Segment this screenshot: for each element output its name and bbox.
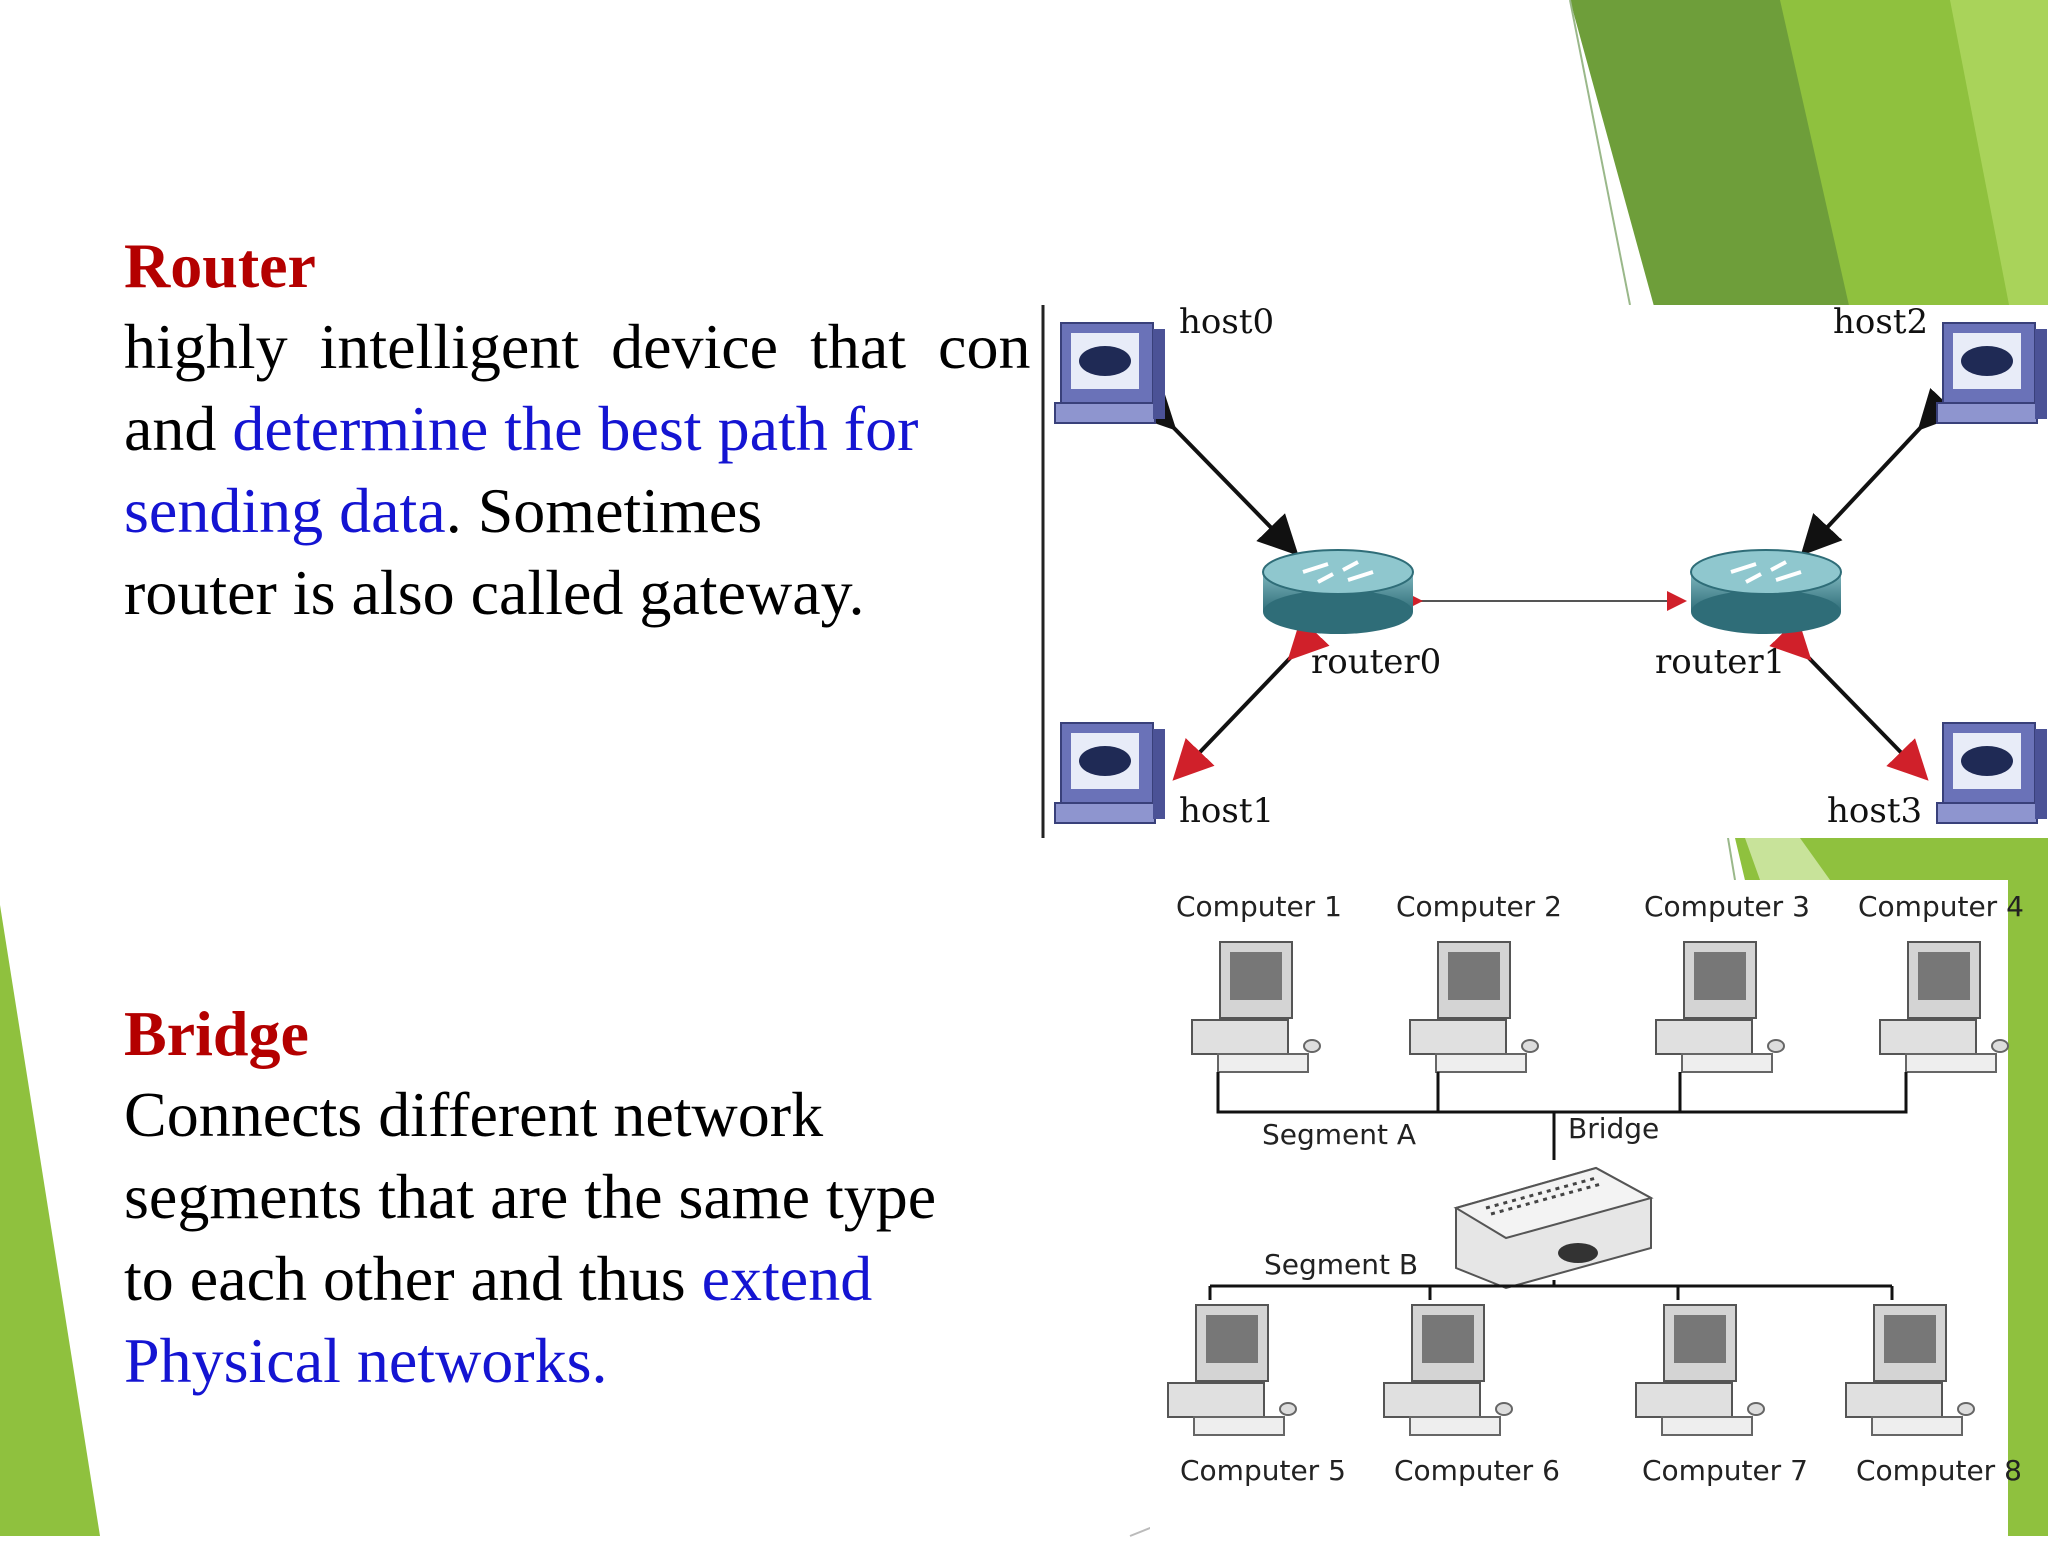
router0-label: router0 [1311, 642, 1441, 682]
host1-computer-icon [1054, 722, 1166, 824]
computer-6-label: Computer 6 [1394, 1454, 1560, 1487]
bridge-line: Connects different network [124, 1074, 936, 1156]
computer-8-label: Computer 8 [1856, 1454, 2022, 1487]
bridge-line: to each other and thus extend [124, 1238, 936, 1320]
bridge-line: segments that are the same type [124, 1156, 936, 1238]
computer-4-label: Computer 4 [1858, 890, 2024, 923]
bridge-text: to each other and thus [124, 1243, 702, 1314]
router-highlight-text: determine the best path for [232, 393, 919, 464]
bridge-heading: Bridge [124, 998, 309, 1069]
router-text: and [124, 393, 233, 464]
computer-3-label: Computer 3 [1644, 890, 1810, 923]
router-heading: Router [124, 230, 316, 301]
bridge-text: segments that are the same type [124, 1161, 937, 1232]
computer-5-icon [1167, 1304, 1297, 1436]
bridge-network-diagram: Computer 1 Computer 2 Computer 3 Compute… [1150, 880, 2024, 1536]
bridge-highlight-text: Physical networks. [124, 1325, 608, 1396]
host0-label: host0 [1179, 302, 1274, 342]
bridge-line: Physical networks. [124, 1320, 936, 1402]
router-line: highly intelligent device that con [124, 306, 1030, 388]
computer-3-icon [1655, 941, 1785, 1073]
router-text: . Sometimes [445, 475, 763, 546]
computer-1-label: Computer 1 [1176, 890, 1342, 923]
router-network-diagram: host0 host1 host2 host3 router0 router1 [1041, 302, 2048, 838]
bridge-device-icon [1453, 1166, 1654, 1290]
host2-label: host2 [1833, 302, 1928, 342]
computer-7-label: Computer 7 [1642, 1454, 1808, 1487]
router-highlight-text: sending data [124, 475, 446, 546]
router-line: sending data. Sometimes [124, 470, 1030, 552]
computer-8-icon [1845, 1304, 1975, 1436]
host2-computer-icon [1936, 322, 2048, 424]
host3-label: host3 [1827, 791, 1922, 831]
computer-2-icon [1409, 941, 1539, 1073]
computer-7-icon [1635, 1304, 1765, 1436]
router1-label: router1 [1655, 642, 1785, 682]
bridge-text: Connects different network [124, 1079, 824, 1150]
computer-5-label: Computer 5 [1180, 1454, 1346, 1487]
computer-4-icon [1879, 941, 2009, 1073]
host1-label: host1 [1179, 791, 1274, 831]
segment-a-label: Segment A [1262, 1118, 1416, 1151]
router1-icon [1690, 549, 1842, 634]
router-line: and determine the best path for [124, 388, 1030, 470]
router0-icon [1262, 549, 1414, 634]
host3-computer-icon [1936, 722, 2048, 824]
router-text: highly intelligent device that con [124, 311, 1031, 382]
router-text: router is also called gateway. [124, 557, 865, 628]
host0-computer-icon [1054, 322, 1166, 424]
computer-1-icon [1191, 941, 1321, 1073]
computer-6-icon [1383, 1304, 1513, 1436]
bridge-description: Connects different network segments that … [124, 1074, 936, 1402]
bridge-highlight-text: extend [701, 1243, 873, 1314]
segment-b-label: Segment B [1264, 1248, 1418, 1281]
computer-2-label: Computer 2 [1396, 890, 1562, 923]
bridge-label: Bridge [1568, 1112, 1659, 1145]
router-line: router is also called gateway. [124, 552, 1030, 634]
